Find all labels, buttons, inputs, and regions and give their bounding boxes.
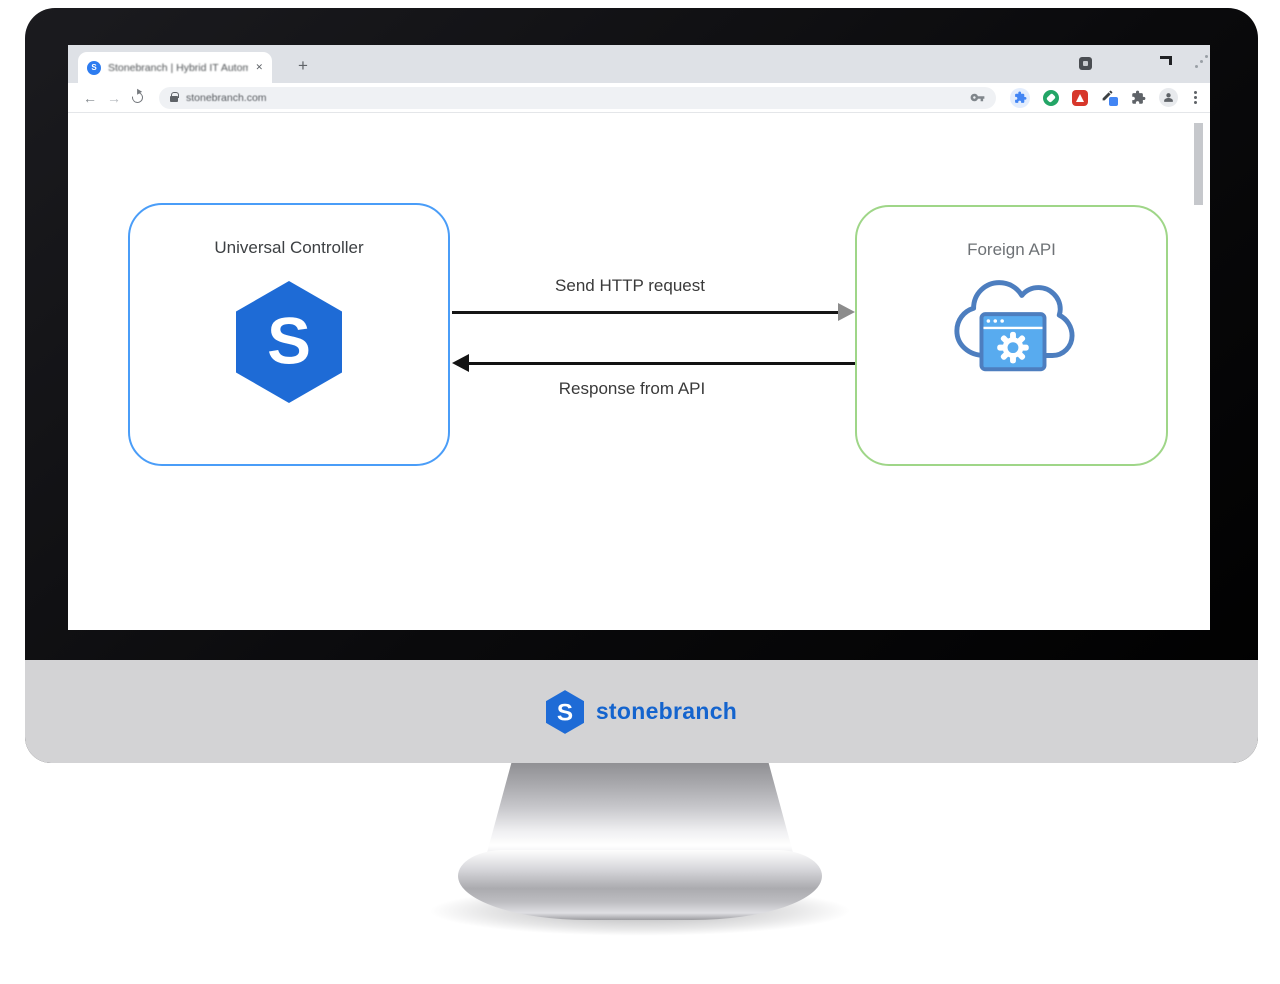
browser-menu-icon[interactable] (1194, 96, 1197, 99)
puzzle-extension-icon[interactable] (1131, 90, 1146, 105)
lock-icon (170, 92, 179, 102)
window-menu-icon[interactable] (1195, 65, 1198, 68)
node-label: Foreign API (967, 240, 1056, 259)
acrobat-extension-icon[interactable] (1072, 89, 1088, 106)
new-tab-button[interactable]: + (298, 56, 308, 75)
stonebranch-favicon-icon: S (87, 60, 101, 75)
svg-text:S: S (267, 305, 311, 378)
reload-icon[interactable] (129, 89, 146, 106)
node-foreign-api: Foreign API (855, 205, 1168, 466)
browser-toolbar: ← → stonebranch.com (68, 83, 1210, 113)
forward-button[interactable]: → (107, 89, 121, 106)
arrow-left-icon (452, 354, 469, 372)
monitor-frame: S Stonebranch | Hybrid IT Automation ✕ +… (25, 8, 1258, 763)
profile-avatar[interactable] (1159, 88, 1178, 107)
extensions-row (1010, 87, 1200, 108)
window-maximize-icon[interactable] (1160, 56, 1172, 65)
pen-extension-icon[interactable] (1101, 89, 1118, 106)
tab-close-icon[interactable]: ✕ (255, 62, 263, 72)
monitor-chin: S stonebranch (25, 660, 1258, 763)
extensions-puzzle-icon[interactable] (1010, 87, 1030, 108)
arrow-right-icon (838, 303, 855, 321)
node-label: Universal Controller (214, 238, 364, 257)
stonebranch-hexagon-icon: S (236, 281, 342, 408)
monitor-stand-neck (485, 763, 795, 860)
cloud-api-icon (948, 265, 1076, 386)
browser-tabstrip: S Stonebranch | Hybrid IT Automation ✕ + (68, 45, 1210, 83)
pen-extension-badge (1109, 97, 1118, 106)
edge-label-request: Send HTTP request (555, 276, 705, 295)
monitor-stand-base (458, 850, 822, 920)
gear-icon[interactable] (1079, 57, 1092, 70)
address-bar[interactable]: stonebranch.com (159, 86, 996, 109)
edge-request-line (452, 311, 840, 314)
edge-label-response: Response from API (558, 379, 706, 398)
node-universal-controller: Universal Controller S (128, 203, 450, 466)
stonebranch-wordmark: stonebranch (595, 698, 738, 724)
password-key-icon[interactable] (970, 90, 985, 105)
browser-tab[interactable]: S Stonebranch | Hybrid IT Automation ✕ (78, 52, 272, 83)
green-extension-icon[interactable] (1043, 89, 1059, 106)
url-text: stonebranch.com (186, 91, 267, 104)
edge-response-line (467, 362, 855, 365)
tab-title: Stonebranch | Hybrid IT Automation (108, 61, 249, 74)
svg-text:S: S (557, 699, 573, 726)
scrollbar-thumb[interactable] (1194, 123, 1203, 205)
page-content: Universal Controller S Foreign API (68, 113, 1210, 630)
stonebranch-logo-icon: S (545, 689, 584, 734)
back-button[interactable]: ← (83, 89, 97, 106)
screen: S Stonebranch | Hybrid IT Automation ✕ +… (68, 45, 1210, 630)
